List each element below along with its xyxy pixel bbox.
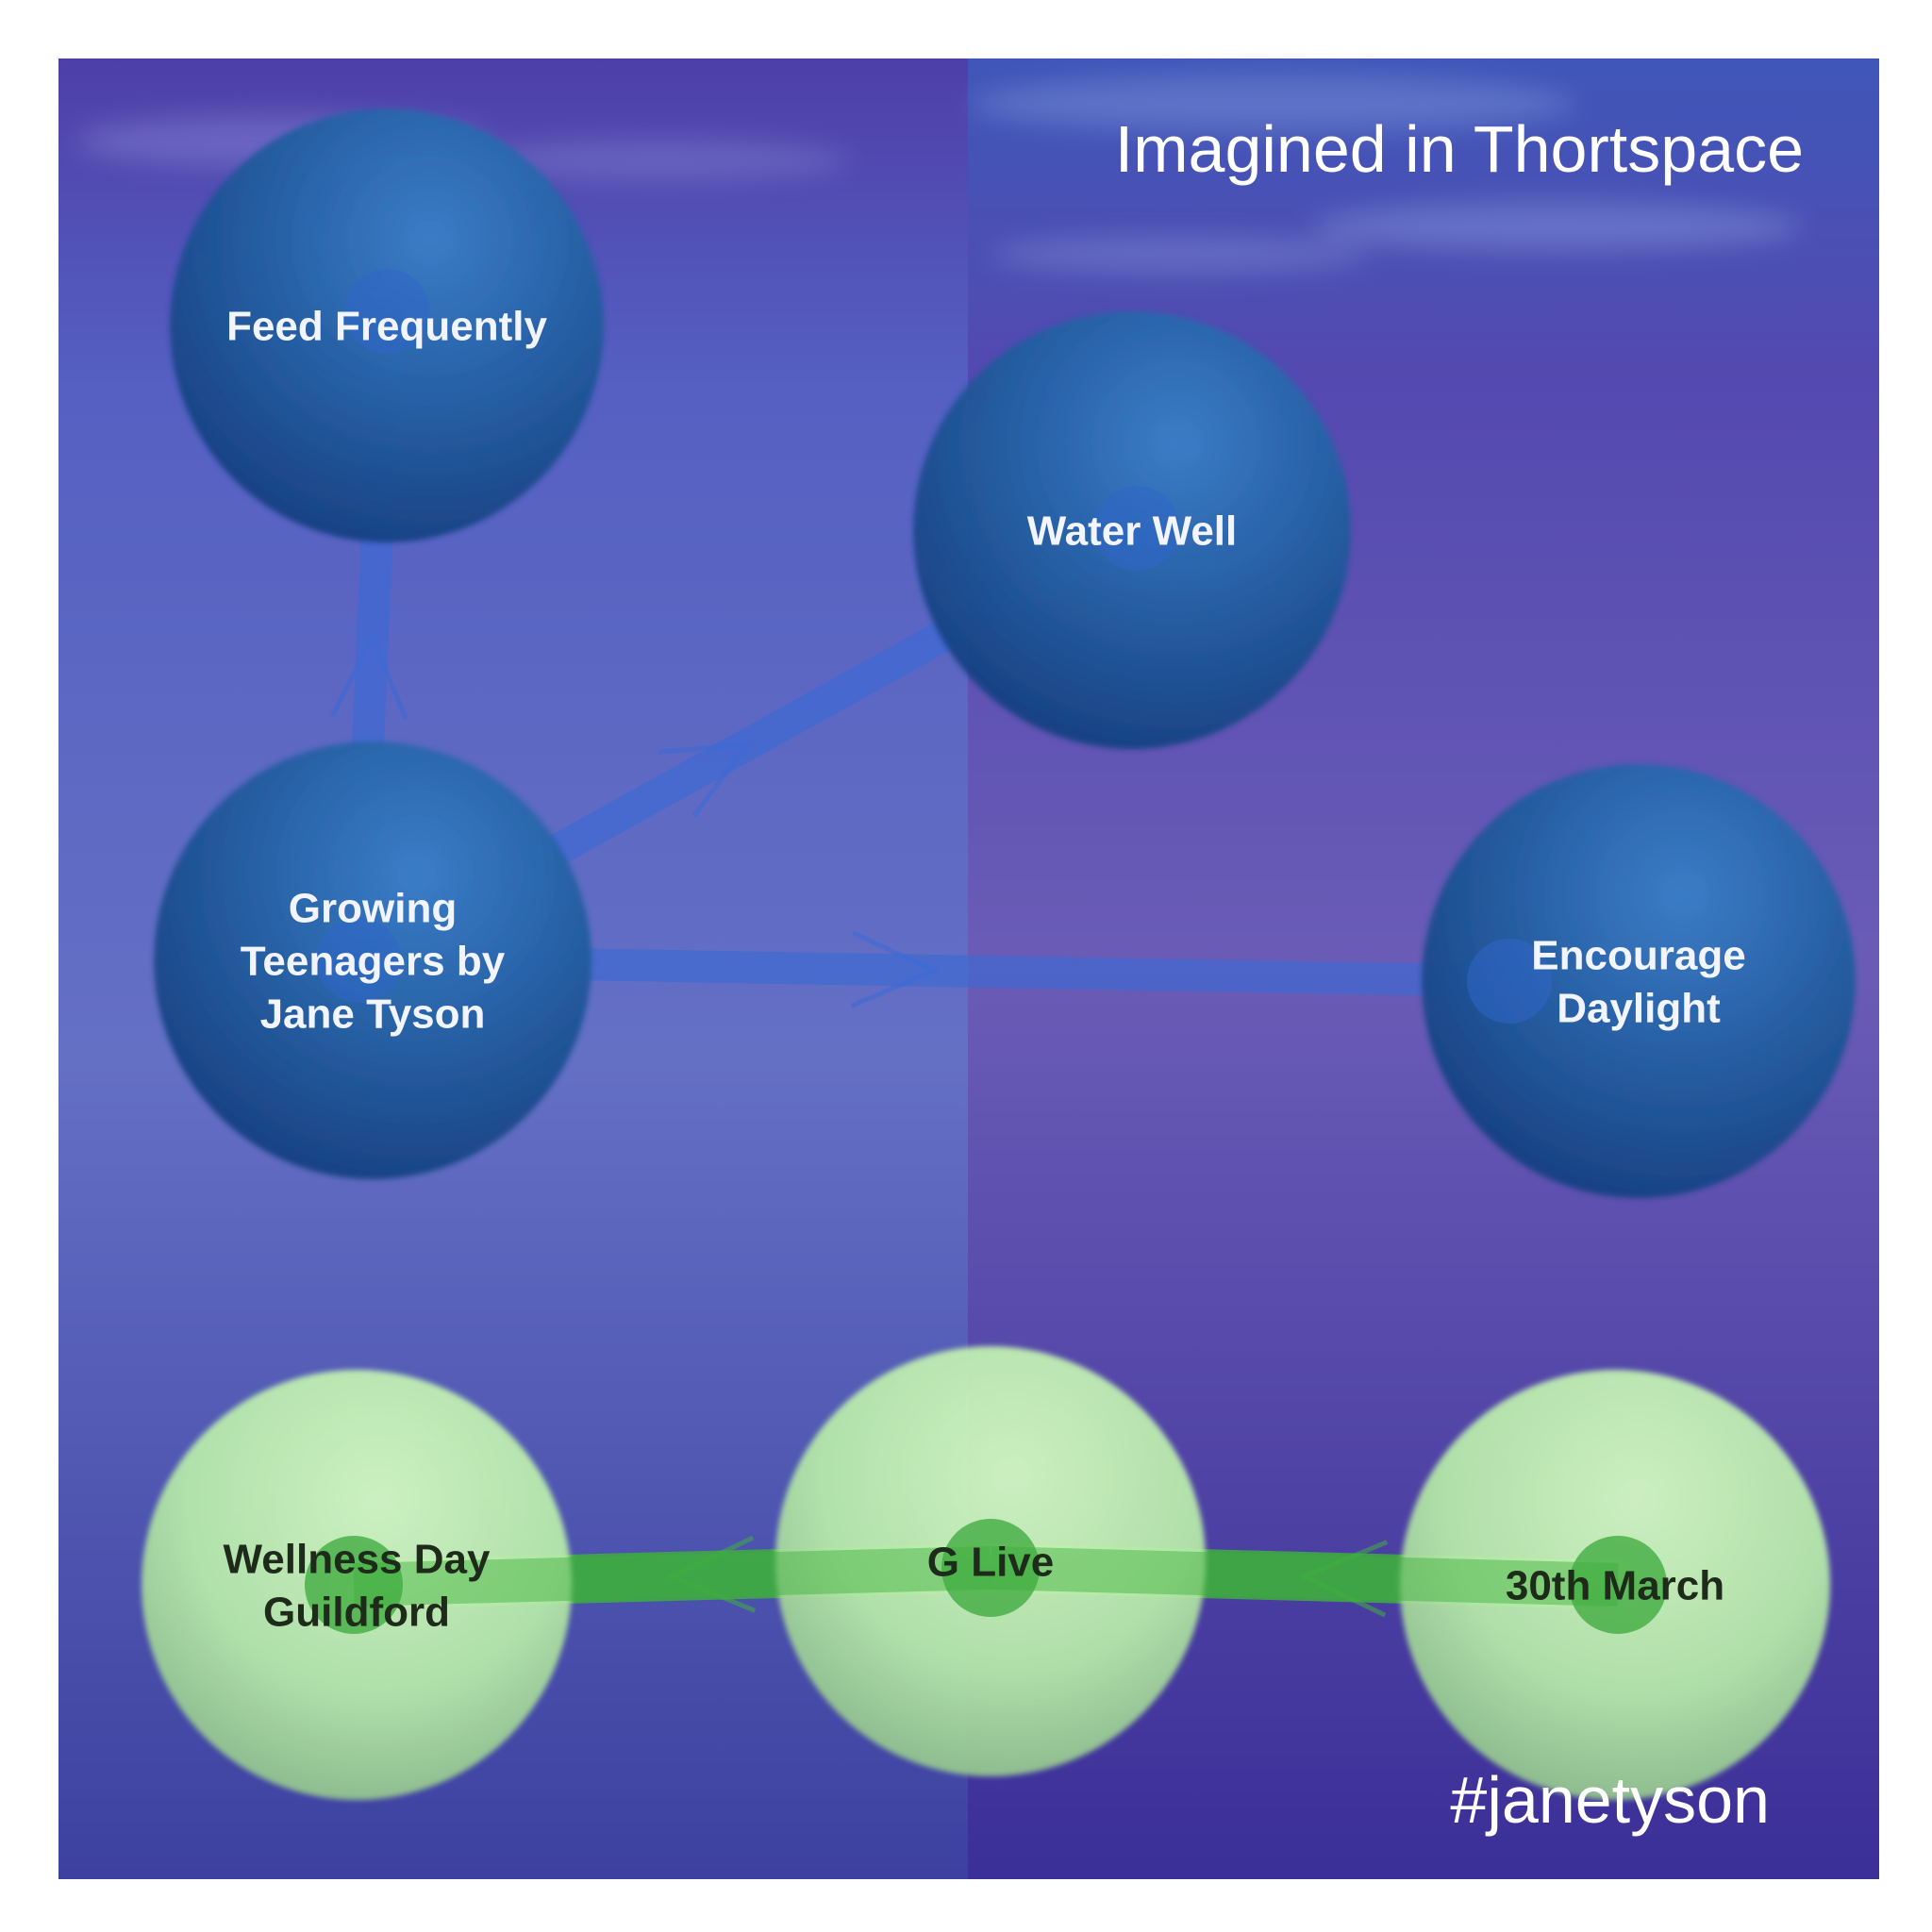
node-core	[316, 918, 401, 1003]
node-label: Guildford	[263, 1589, 450, 1635]
node-core	[1569, 1536, 1667, 1634]
node-core	[1094, 486, 1179, 571]
node-march[interactable]	[1400, 1370, 1830, 1800]
node-growing[interactable]	[154, 741, 591, 1179]
title-text: Imagined in Thortspace	[1115, 112, 1804, 186]
node-sphere[interactable]	[1422, 764, 1856, 1198]
link-arrow-icon	[658, 741, 753, 818]
link-arrow-icon	[330, 629, 408, 721]
node-label: Encourage	[1531, 932, 1745, 978]
hashtag-text: #janetyson	[1450, 1763, 1770, 1837]
node-label: Feed Frequently	[226, 303, 547, 349]
node-wellness[interactable]	[142, 1370, 572, 1800]
node-water[interactable]	[913, 311, 1351, 749]
node-label: Water Well	[1027, 508, 1238, 554]
link-arrow-icon	[1298, 1540, 1389, 1618]
link-arrow-icon	[850, 930, 941, 1008]
node-glive[interactable]	[775, 1346, 1206, 1776]
link-arrow-icon	[666, 1535, 757, 1613]
node-label: Wellness Day	[224, 1536, 491, 1582]
node-core	[305, 1536, 403, 1634]
node-label: Teenagers by	[241, 938, 506, 984]
link-overlay-line	[990, 1546, 1619, 1607]
node-feed[interactable]	[170, 108, 604, 542]
node-label: Growing	[289, 885, 457, 931]
node-label: 30th March	[1506, 1562, 1724, 1608]
node-label: G Live	[927, 1539, 1055, 1585]
node-core	[1467, 939, 1552, 1024]
node-label: Daylight	[1557, 985, 1721, 1031]
node-core	[941, 1519, 1040, 1617]
node-daylight[interactable]	[1422, 764, 1856, 1198]
node-core	[344, 269, 429, 354]
link-overlay-line	[353, 1546, 991, 1607]
node-label: Jane Tyson	[260, 991, 486, 1037]
